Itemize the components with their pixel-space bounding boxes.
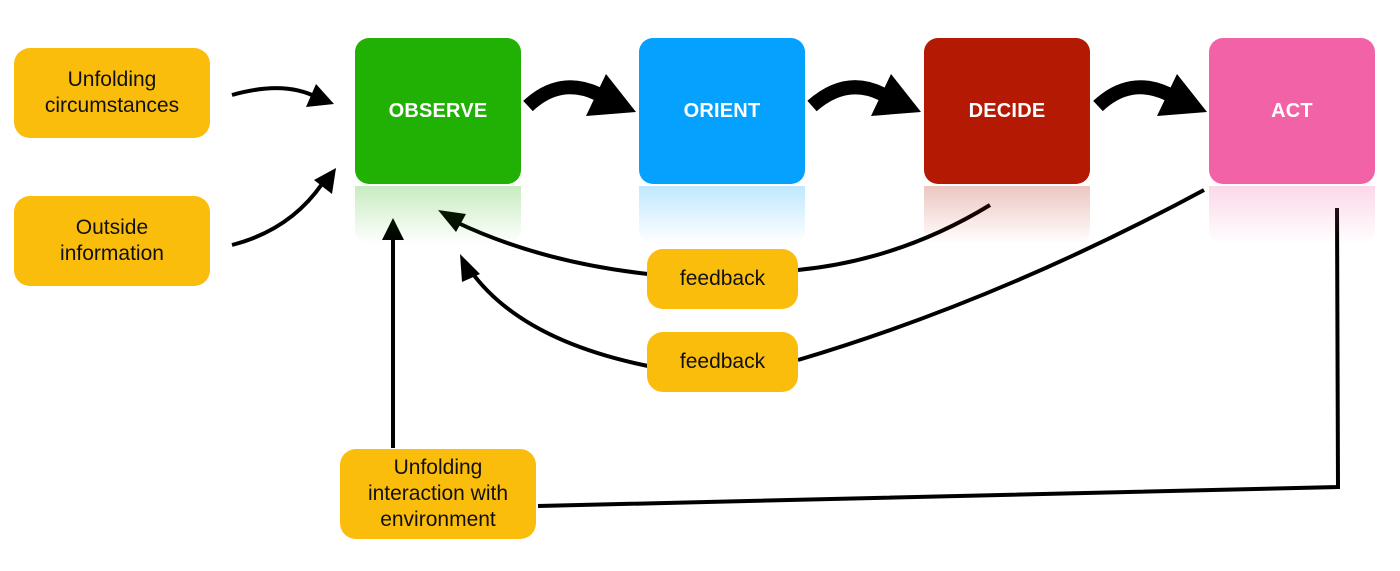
- stage-observe[interactable]: OBSERVE: [355, 38, 521, 184]
- stage-observe-label: OBSERVE: [388, 99, 488, 122]
- arrow-feedback-decide-left: [455, 220, 649, 276]
- note-feedback-bottom-label: feedback: [679, 350, 766, 373]
- arrowhead-information: [314, 168, 336, 194]
- stage-orient[interactable]: ORIENT: [639, 38, 805, 184]
- stage-act-label: ACT: [1271, 99, 1313, 122]
- stage-act-reflection: [1209, 186, 1375, 244]
- note-unfolding-circumstances-line2: circumstances: [44, 94, 180, 117]
- arrow-orient-to-decide: [807, 80, 886, 112]
- note-outside-information-line1: Outside: [75, 216, 149, 239]
- note-feedback-top: feedback: [647, 249, 798, 309]
- note-outside-information: Outside information: [14, 196, 210, 286]
- arrow-observe-to-orient: [523, 80, 601, 112]
- note-unfolding-interaction-line1: Unfolding: [393, 456, 483, 479]
- note-unfolding-interaction-line3: environment: [380, 508, 496, 531]
- note-unfolding-circumstances: Unfolding circumstances: [14, 48, 210, 138]
- stage-decide-label: DECIDE: [968, 99, 1046, 122]
- line-act-to-interaction: [537, 207, 1341, 508]
- arrow-decide-to-act: [1093, 80, 1171, 112]
- stage-act[interactable]: ACT: [1209, 38, 1375, 184]
- stage-orient-reflection: [639, 186, 805, 244]
- arrow-feedback-act: [797, 188, 1205, 362]
- stage-decide-reflection: [924, 186, 1090, 244]
- stage-orient-label: ORIENT: [683, 99, 761, 122]
- arrow-feedback-act-left: [468, 268, 649, 368]
- note-unfolding-interaction: Unfolding interaction with environment: [340, 449, 536, 539]
- arrowhead-feedback-decide: [438, 210, 466, 232]
- note-feedback-bottom: feedback: [647, 332, 798, 392]
- arrowhead-orient-to-decide: [871, 74, 921, 116]
- arrowhead-observe-to-orient: [586, 74, 636, 116]
- note-unfolding-interaction-line2: interaction with: [367, 482, 509, 505]
- stage-observe-reflection: [355, 186, 521, 244]
- arrow-information-to-observe: [231, 182, 324, 247]
- arrowhead-feedback-act: [460, 254, 480, 282]
- note-outside-information-line2: information: [60, 242, 164, 265]
- arrowhead-circumstances: [306, 84, 334, 107]
- stage-decide[interactable]: DECIDE: [924, 38, 1090, 184]
- arrowhead-decide-to-act: [1157, 74, 1207, 116]
- note-unfolding-circumstances-line1: Unfolding: [67, 68, 157, 91]
- note-feedback-top-label: feedback: [679, 267, 766, 290]
- arrow-feedback-decide: [797, 203, 992, 272]
- arrow-circumstances-to-observe: [231, 86, 319, 100]
- arrowhead-interaction: [382, 218, 404, 240]
